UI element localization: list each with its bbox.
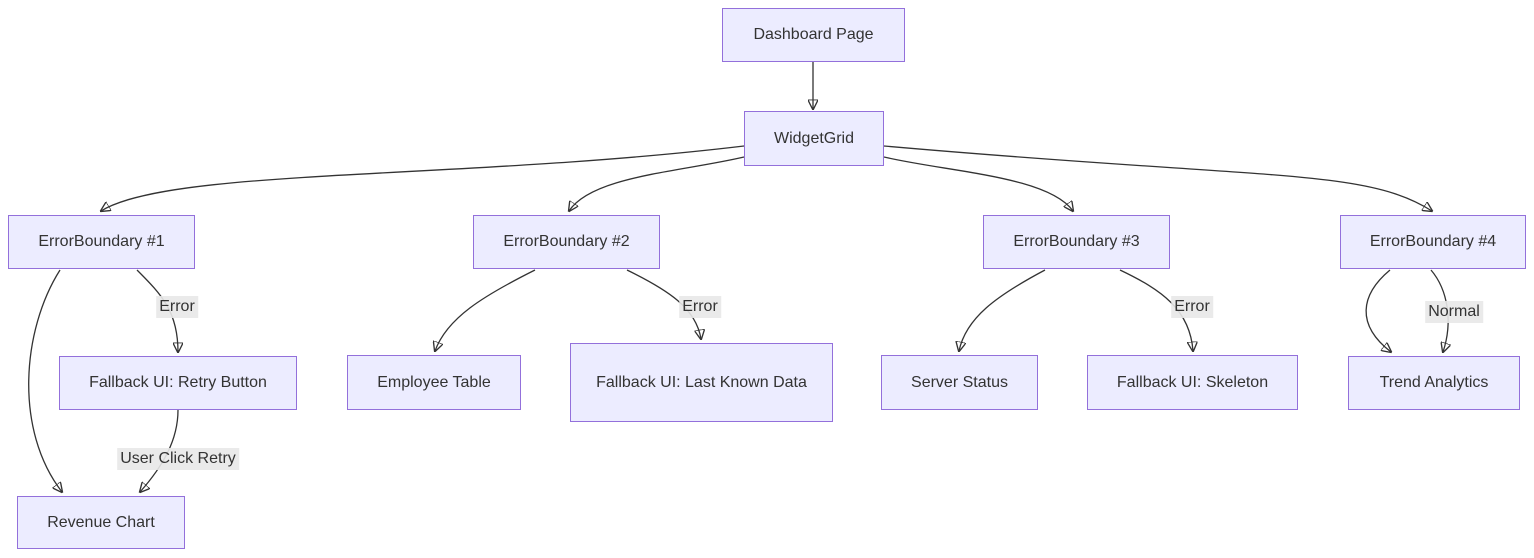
node-fallback-skeleton: Fallback UI: Skeleton xyxy=(1087,355,1298,410)
edge-widgetgrid-errorboundary1 xyxy=(101,145,745,211)
node-label: Employee Table xyxy=(377,373,491,391)
edge-label-error-2: Error xyxy=(679,296,721,318)
edge-errorboundary3-fallbackskeleton xyxy=(1119,269,1193,351)
edge-errorboundary2-employeetable xyxy=(435,269,536,351)
edge-label-user-click-retry: User Click Retry xyxy=(117,448,239,470)
edge-errorboundary4-trendanalytics xyxy=(1365,269,1391,352)
node-label: ErrorBoundary #1 xyxy=(38,233,165,250)
node-widgetgrid: WidgetGrid xyxy=(744,111,884,166)
node-errorboundary-4: ErrorBoundary #4 xyxy=(1340,215,1526,269)
edge-label-error-3: Error xyxy=(1171,296,1213,318)
edge-widgetgrid-errorboundary4 xyxy=(883,145,1432,211)
node-trend-analytics: Trend Analytics xyxy=(1348,356,1520,410)
node-revenue-chart: Revenue Chart xyxy=(17,496,185,549)
edge-widgetgrid-errorboundary2 xyxy=(569,156,745,211)
node-employee-table: Employee Table xyxy=(347,355,521,410)
node-fallback-retry-button: Fallback UI: Retry Button xyxy=(59,356,297,410)
node-server-status: Server Status xyxy=(881,355,1038,410)
node-fallback-last-known-data: Fallback UI: Last Known Data xyxy=(570,343,833,422)
edge-errorboundary2-fallbacklastknown xyxy=(626,269,701,339)
node-errorboundary-2: ErrorBoundary #2 xyxy=(473,215,660,269)
edge-widgetgrid-errorboundary3 xyxy=(883,156,1073,211)
edge-errorboundary3-serverstatus xyxy=(959,269,1046,351)
edge-label-error-1: Error xyxy=(156,296,198,318)
node-errorboundary-1: ErrorBoundary #1 xyxy=(8,215,195,269)
edge-errorboundary1-revenuechart xyxy=(28,269,62,492)
node-label: Revenue Chart xyxy=(47,513,155,531)
node-label: Fallback UI: Last Known Data xyxy=(596,373,807,391)
node-label: Fallback UI: Retry Button xyxy=(89,374,267,391)
node-label: Trend Analytics xyxy=(1379,374,1489,391)
node-label: Fallback UI: Skeleton xyxy=(1116,373,1269,391)
node-dashboard-page: Dashboard Page xyxy=(722,8,905,62)
node-label: ErrorBoundary #3 xyxy=(1013,233,1140,250)
node-label: WidgetGrid xyxy=(773,129,855,147)
node-errorboundary-3: ErrorBoundary #3 xyxy=(983,215,1170,269)
node-label: Server Status xyxy=(911,373,1008,391)
edge-label-normal: Normal xyxy=(1425,301,1483,323)
node-label: ErrorBoundary #4 xyxy=(1369,233,1497,250)
node-label: Dashboard Page xyxy=(753,26,874,43)
node-label: ErrorBoundary #2 xyxy=(503,233,630,250)
